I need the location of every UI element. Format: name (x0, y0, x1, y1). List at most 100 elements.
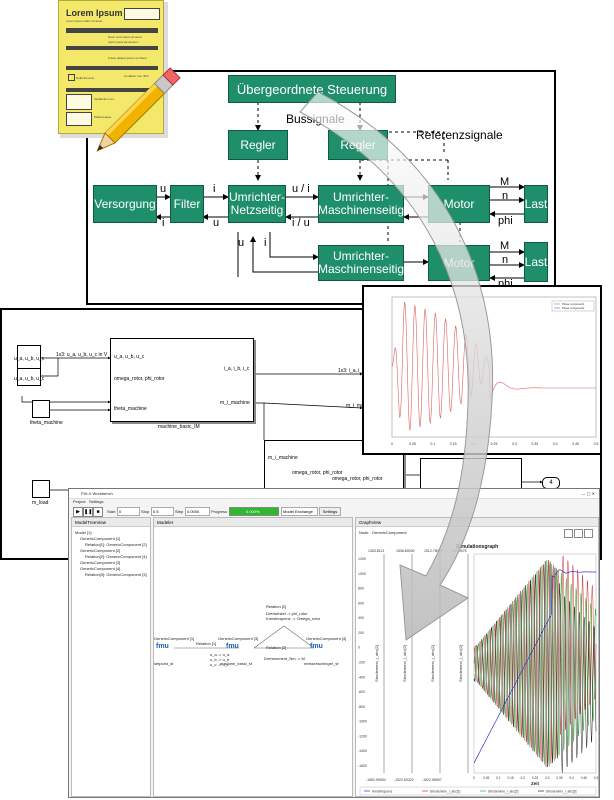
theta-label: theta_machine (30, 420, 63, 426)
tree-item-8[interactable]: Relation[3]: GenericComponent [3] (85, 572, 147, 577)
graph-xtick: 0.35 (556, 776, 562, 780)
machine-block-in-1: u_a, u_b, u_c (114, 354, 145, 360)
theta-block (32, 400, 50, 418)
stop-input[interactable]: 0.5 (151, 507, 174, 516)
step-input[interactable]: 0.0000 (185, 507, 210, 516)
menu-bar: Project Settings (69, 498, 599, 505)
graph-axis-top: 227.4075 (452, 549, 467, 553)
signal-n-2: n (502, 254, 509, 266)
relation-1-text: u_a -> u_a u_b -> u_b u_c -> u_c (210, 652, 230, 667)
graph-legend-label: Strodemme_i_abc[2] (488, 790, 519, 794)
form-line-7: Pellentesque (94, 115, 112, 119)
filter-box: Filter (170, 185, 204, 223)
tree-item-7[interactable]: GenericComponent [4] (80, 566, 121, 571)
graph-xtick: 0.3 (545, 776, 550, 780)
form-line-5: Nulla thoncus (76, 76, 95, 80)
window-title: FHI-X Workbench (81, 491, 113, 496)
graph-ytick: -1400 (358, 749, 367, 753)
stop-label: Stop (141, 509, 150, 514)
graph-ytick: 1200 (358, 557, 366, 561)
stop-icon[interactable]: ■ (93, 507, 103, 517)
comp4-name: messenschinger_sf (304, 661, 339, 666)
relation-2b-text: Drehmoment_Nm -> M (264, 656, 305, 661)
graph-export-icon[interactable] (574, 529, 583, 538)
motor-box-2: Motor (428, 245, 490, 281)
motor-box-1: Motor (428, 185, 490, 223)
relation-2a-label: Relation [2] (266, 604, 287, 609)
model-tree-pane: ModelTreeView Model [1] GenericComponent… (71, 517, 151, 797)
start-label: Start (107, 509, 116, 514)
relation-2a-text: Drehwinkel -> phi_rotor Kreisfrequenz ->… (266, 611, 321, 621)
tool-window: FHI-X Workbench — ▢ ✕ Project Settings ▶… (68, 488, 600, 798)
graph-ytick: 400 (358, 616, 364, 620)
graph-ytick: -600 (358, 690, 365, 694)
graph-close-icon[interactable] (584, 529, 593, 538)
progress-bar: 0.000% (229, 507, 279, 516)
fmu-icon-3[interactable]: fmu (226, 643, 239, 650)
mode-select[interactable]: Model Exchange (281, 507, 318, 516)
simulation-graph-chart: Simulationsgraph1283.8121-1552.99054Stro… (358, 544, 598, 796)
m-load-block (32, 480, 50, 498)
settings-button[interactable]: Settings (319, 507, 341, 516)
small-plot-xtick: 0.15 (450, 442, 457, 446)
menu-settings[interactable]: Settings (89, 499, 104, 504)
input-block-1 (17, 345, 41, 369)
signal-phi-1: phi (498, 215, 513, 227)
graph-series-3 (473, 559, 597, 767)
tree-item-1[interactable]: Model [1] (75, 530, 92, 535)
signal-i-3: i (264, 237, 267, 249)
graph-x-label: Zeit (531, 781, 540, 786)
form-subtitle: Lorem ipsum dolor sit amet (66, 19, 103, 23)
play-icon[interactable]: ▶ (73, 507, 83, 517)
start-input[interactable]: 0 (117, 507, 140, 516)
graph-xtick: 0.25 (532, 776, 538, 780)
graph-y-label: Strodemme_i_abc[2] (430, 645, 435, 682)
fmu-icon-1[interactable]: fmu (156, 643, 169, 650)
tree-item-3[interactable]: Relation[1]: GenericComponent [2] (85, 542, 147, 547)
graph-pane: GraphView Node : GenericComponent Simula… (355, 517, 599, 797)
window-controls[interactable]: — ▢ ✕ (581, 491, 595, 496)
graph-axis-bottom: -1552.99054 (366, 778, 386, 782)
input-block-1-label: u_a, u_b, u_c (14, 356, 45, 362)
graph-ytick: -1600 (358, 764, 367, 768)
fmu-icon-4[interactable]: fmu (310, 643, 323, 650)
graph-zoom-icon[interactable] (564, 529, 573, 538)
pause-icon[interactable]: ❚❚ (83, 507, 93, 517)
graph-y-label: Strodemme_i_abc[2] (374, 645, 379, 682)
graph-legend-label: Strodemme_i_abc[3] (546, 790, 577, 794)
tree-item-6[interactable]: GenericComponent [3] (80, 560, 121, 565)
umrichter-maschinenseitig-box-1: Umrichter- Maschinenseitig (318, 185, 404, 223)
small-plot-xtick: 0.3 (512, 442, 517, 446)
input-block-2-label: u_a, u_b, u_c (14, 376, 45, 382)
small-plot-xtick: 0.1 (430, 442, 435, 446)
m-load-label: m_load (32, 500, 49, 506)
graph-ytick: 1000 (358, 572, 366, 576)
signal-M-1: M (500, 176, 510, 188)
graph-legend-label: Kreisfrequenz (372, 790, 393, 794)
graph-ytick: -800 (358, 705, 365, 709)
progress-value: 0.000% (246, 509, 260, 514)
tree-item-5[interactable]: Relation[2]: GenericComponent [4] (85, 554, 147, 559)
tree-item-4[interactable]: GenericComponent [2] (80, 548, 121, 553)
graph-xtick: 0.45 (581, 776, 587, 780)
form-line-4: Curabitur nec nibh (124, 74, 149, 78)
graph-ytick: 200 (358, 631, 364, 635)
comp3-label: GenericComponent [3] (218, 636, 259, 641)
second-block-in: m_i_machine (268, 455, 298, 461)
form-line-2: turpis porta elementum (108, 40, 139, 44)
signal-u-1: u (160, 183, 167, 195)
tree-item-2[interactable]: GenericComponent [1] (80, 536, 121, 541)
regler-box-2: Regler (328, 130, 388, 160)
signal-M-2: M (500, 240, 510, 252)
machine-block-in-3: theta_machine (114, 406, 147, 412)
versorgung-box: Versorgung (93, 185, 157, 223)
menu-project[interactable]: Project (73, 499, 86, 504)
graph-series-2 (473, 555, 597, 767)
small-plot-legend-label: Phase component1 (562, 302, 585, 306)
small-plot-xtick: 0.5 (594, 442, 599, 446)
step-label: Step (175, 509, 184, 514)
bus-signals-label: Bussignale (286, 112, 345, 126)
graph-xtick: 0.2 (521, 776, 526, 780)
